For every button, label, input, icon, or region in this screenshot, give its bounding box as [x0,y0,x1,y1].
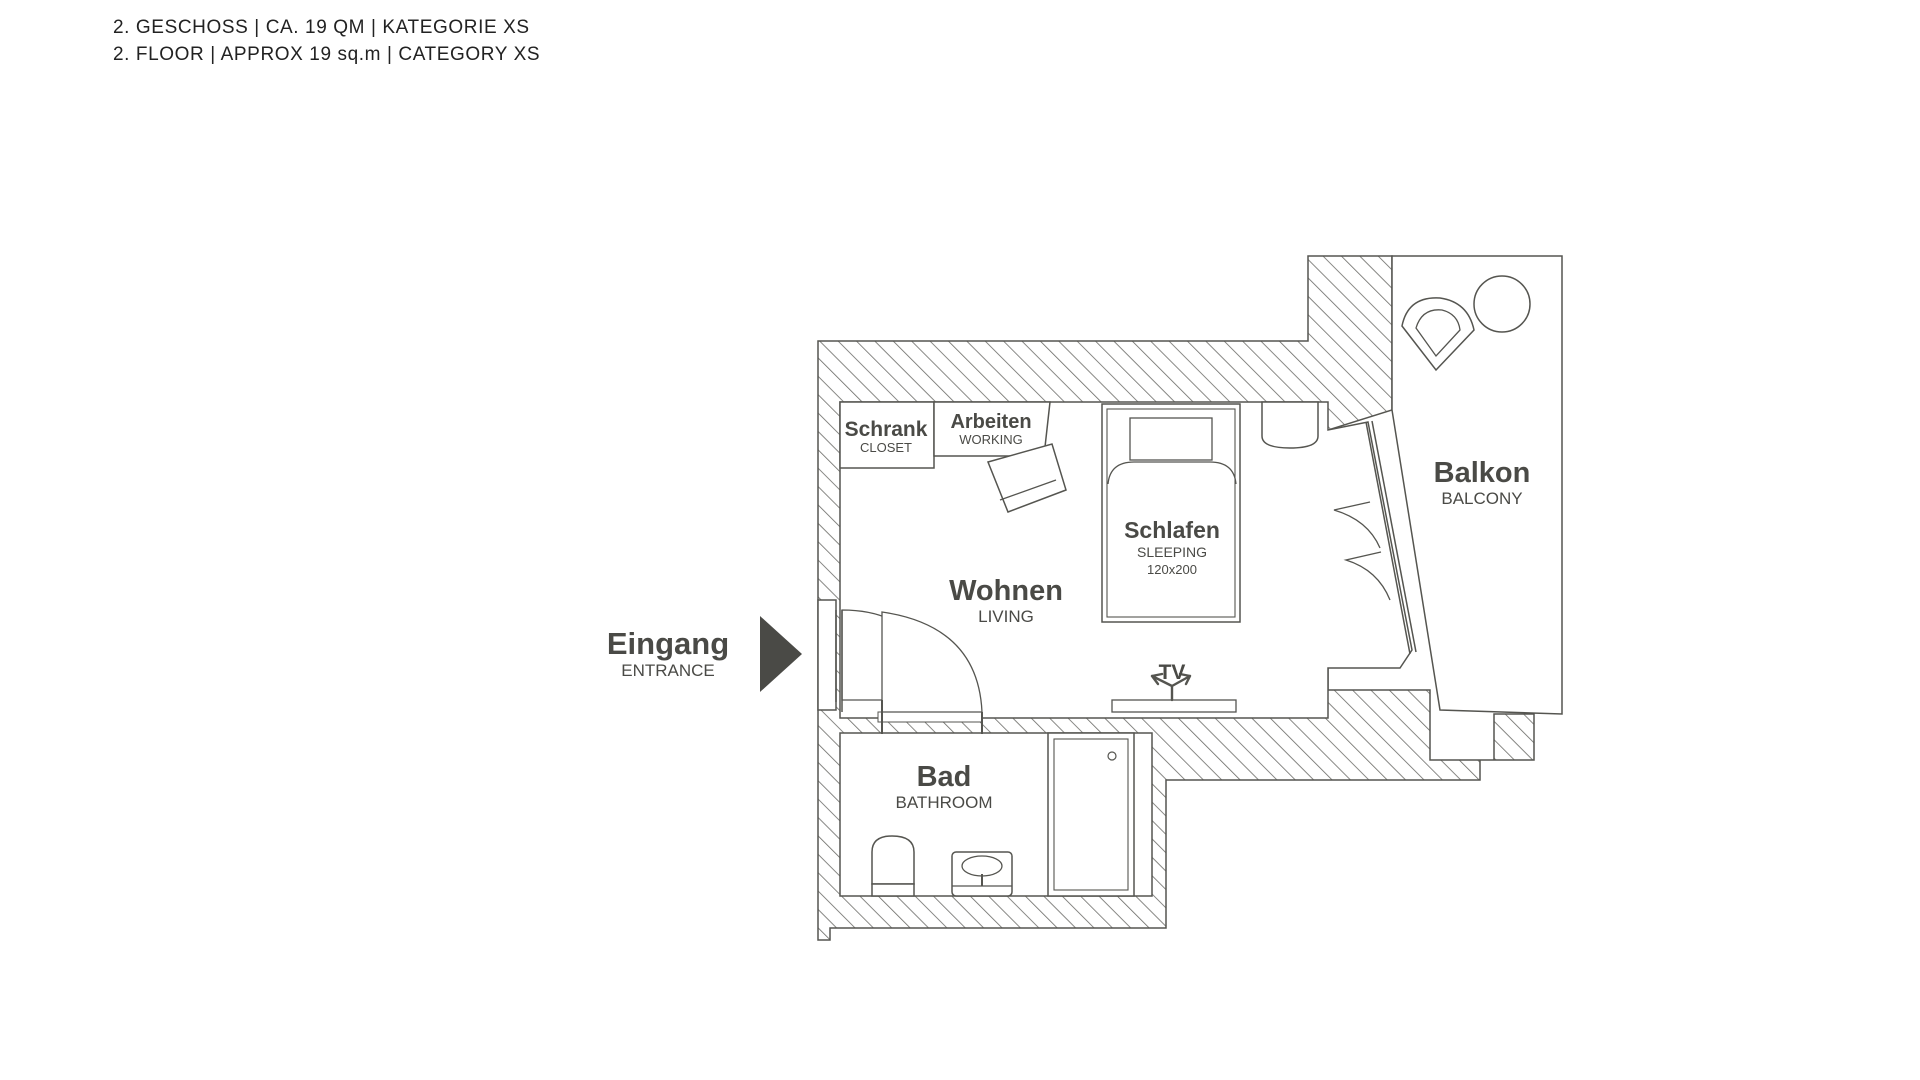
balcony-sublabel: BALCONY [1441,489,1522,508]
entrance-arrow-icon [760,616,802,692]
closet-sublabel: CLOSET [860,440,912,455]
toilet-icon [871,835,915,897]
living-label: Wohnen [949,575,1063,607]
sink-icon [951,851,1013,897]
balcony-label: Balkon [1434,457,1531,489]
round-table-icon [1473,275,1531,333]
entrance-sublabel: ENTRANCE [621,661,715,680]
bathroom-door[interactable] [877,611,983,734]
sleeping-sublabel: SLEEPING [1137,544,1207,560]
room-labels: Eingang ENTRANCE Schrank CLOSET Arbeiten… [607,411,1530,812]
sleeping-label: Schlafen [1124,517,1220,543]
living-sublabel: LIVING [978,607,1034,626]
plan-header: 2. GESCHOSS | CA. 19 QM | KATEGORIE XS 2… [113,14,540,68]
tv-label: TV [1159,661,1186,684]
lounge-chair-icon [1401,297,1475,372]
balcony-window [1333,420,1417,655]
wall-cabinet [1261,401,1319,449]
entrance-label: Eingang [607,626,729,661]
bathroom-label: Bad [917,761,972,793]
header-line-english: 2. FLOOR | APPROX 19 sq.m | CATEGORY XS [113,44,541,65]
bed-size-label: 120x200 [1147,562,1197,577]
tv-icon [1111,672,1237,713]
working-sublabel: WORKING [959,432,1023,447]
header-line-german: 2. GESCHOSS | CA. 19 QM | KATEGORIE XS [113,17,530,38]
closet-label: Schrank [845,418,928,441]
working-label: Arbeiten [950,411,1031,433]
bathroom-sublabel: BATHROOM [896,793,993,812]
chair-icon [986,443,1067,513]
door-swing-icon [881,611,983,713]
bed-icon [1101,403,1241,623]
closet [839,401,935,469]
balcony-floor [1391,255,1563,715]
shower-icon [1047,732,1135,897]
